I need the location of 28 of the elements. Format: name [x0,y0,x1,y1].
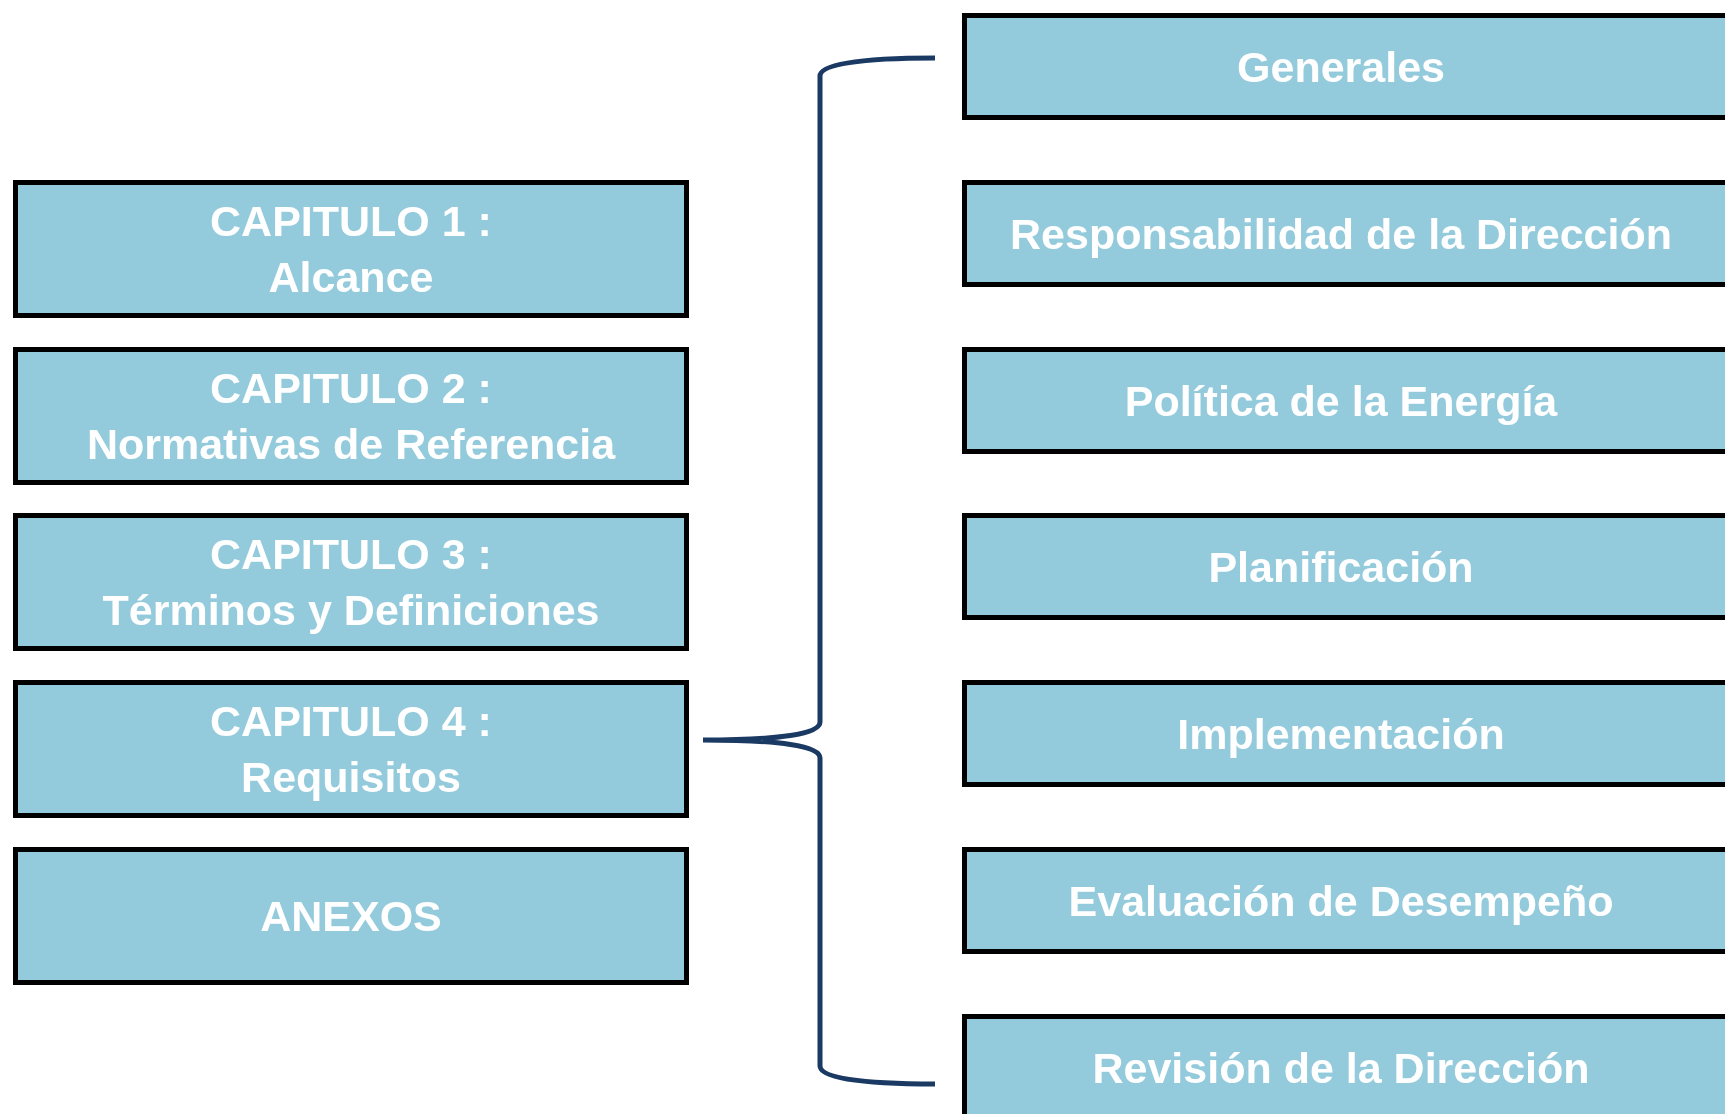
section-title: Revisión de la Dirección [1092,1042,1590,1094]
section-box [13,680,689,818]
section-box [962,513,1725,620]
chapter-heading: CAPITULO 1 : [210,196,492,247]
chapter-heading: CAPITULO 2 : [210,363,492,414]
section-title: Planificación [1208,541,1474,593]
section-box [13,513,689,651]
section-title: Requisitos [241,752,461,803]
section-box [13,347,689,485]
section-box [962,1014,1725,1114]
section-title: Evaluación de Desempeño [1068,875,1614,927]
section-box [962,847,1725,954]
section-title: Implementación [1177,708,1505,760]
section-title: Responsabilidad de la Dirección [1010,208,1672,260]
section-box [962,13,1725,120]
section-box [962,347,1725,454]
section-title: ANEXOS [260,891,442,942]
section-title: Normativas de Referencia [86,419,616,470]
section-title: Generales [1237,41,1445,93]
section-box [13,180,689,318]
section-title: Política de la Energía [1124,375,1558,427]
section-box [13,847,689,985]
section-box [962,680,1725,787]
section-box [962,180,1725,287]
chapter-heading: CAPITULO 4 : [210,696,492,747]
section-title: Alcance [268,252,434,303]
section-title: Términos y Definiciones [102,585,600,636]
chapter-heading: CAPITULO 3 : [210,529,492,580]
